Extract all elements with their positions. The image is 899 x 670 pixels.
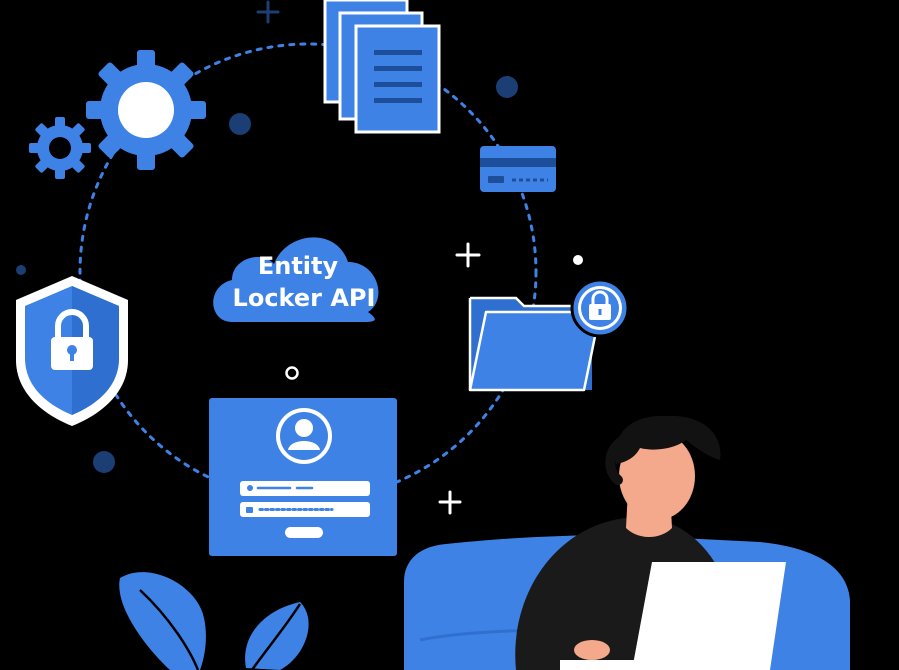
- document-stack-icon: [323, 0, 441, 134]
- folder-icon: [468, 296, 602, 392]
- cloud-label-line1: Entity: [258, 252, 339, 280]
- small-gear-icon: [29, 117, 91, 179]
- plant-leaves-icon: [119, 572, 309, 670]
- login-card-icon: [209, 398, 397, 556]
- cloud-icon: [213, 237, 379, 322]
- laptop-icon: [560, 562, 786, 670]
- padlock-badge-icon: [570, 278, 630, 338]
- credit-card-icon: [480, 146, 556, 192]
- decorative-sparkles: [16, 0, 583, 515]
- gear-icon: [86, 50, 206, 170]
- orbit-dashed-circle: [78, 42, 538, 502]
- shield-lock-icon: [16, 276, 128, 426]
- cloud-label-line2: Locker API: [233, 284, 376, 312]
